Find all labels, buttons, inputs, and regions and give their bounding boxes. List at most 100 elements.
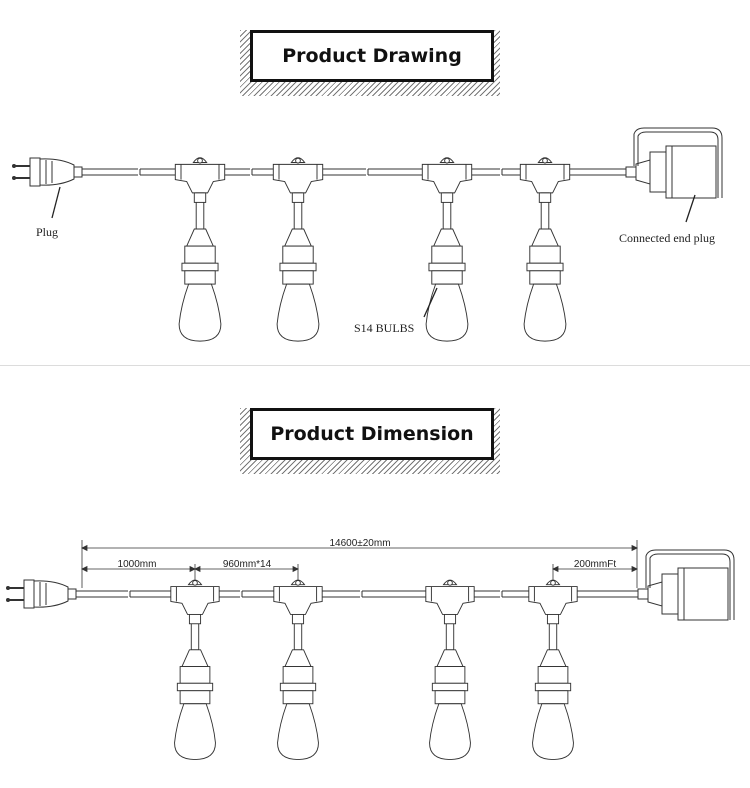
product-drawing-section: Product Drawing Plug Connected end plug …	[0, 0, 750, 365]
spacing-label: 960mm*14	[223, 559, 272, 570]
total-length-label: 14600±20mm	[329, 538, 390, 549]
bulb-sockets	[170, 579, 578, 761]
drop-wire-sleeve	[440, 192, 454, 203]
end-plug-icon	[625, 127, 723, 199]
plug-icon	[6, 579, 77, 609]
drop-wire-sleeve	[443, 613, 457, 625]
holder-base	[282, 690, 314, 705]
holder-base	[537, 690, 569, 705]
product-dimension-title: Product Dimension	[270, 423, 474, 445]
bulb-glass	[429, 703, 471, 761]
t-connector	[421, 163, 473, 194]
t-connector	[273, 586, 323, 615]
mount-hole	[295, 580, 301, 586]
dimension-arrow	[81, 544, 88, 552]
bulb-socket	[272, 157, 324, 342]
end-plug-socket-body	[677, 567, 729, 621]
drop-wire-sleeve	[546, 613, 560, 625]
dimension-arrow	[631, 544, 638, 552]
dimension-arrow	[194, 565, 201, 573]
end-plug-collar	[661, 573, 679, 615]
title-box: Product Drawing	[250, 30, 494, 82]
prong-tip	[6, 598, 10, 602]
first-segment-label: 1000mm	[118, 559, 157, 570]
end-plug-lid-inner	[637, 131, 719, 198]
holder-ring	[431, 682, 469, 692]
holder-top	[436, 649, 464, 668]
dimension-lines	[81, 540, 638, 588]
t-connector	[425, 586, 475, 615]
bulb-socket	[174, 157, 226, 342]
holder-top	[530, 228, 560, 247]
drop-wire-sleeve	[538, 192, 552, 203]
holder-body	[537, 666, 569, 684]
plug-label: Plug	[36, 225, 58, 239]
holder-ring	[176, 682, 214, 692]
holder-ring	[181, 262, 219, 272]
dimension-arrow	[81, 565, 88, 573]
end-plug-leader-line	[685, 194, 696, 223]
end-plug-label: Connected end plug	[619, 231, 715, 245]
holder-body	[431, 245, 463, 264]
prong-tip	[6, 586, 10, 590]
end-plug-icon	[637, 549, 735, 621]
plug-face	[23, 579, 35, 609]
mount-hole	[444, 157, 450, 164]
mount-hole	[447, 580, 453, 586]
bulb-socket	[421, 157, 473, 342]
holder-top	[539, 649, 567, 668]
bulbs-label: S14 BULBS	[354, 321, 414, 335]
bulb-socket	[425, 579, 475, 761]
bulb-socket	[273, 579, 323, 761]
plug-body	[33, 580, 69, 608]
dimension-arrow	[552, 565, 559, 573]
holder-ring	[526, 262, 564, 272]
bulb-glass	[174, 703, 216, 761]
plug-strain-relief	[67, 588, 77, 600]
product-dimension-title-frame: Product Dimension	[240, 408, 500, 474]
holder-ring	[279, 682, 317, 692]
t-connector	[272, 163, 324, 194]
end-plug-socket-body	[665, 145, 717, 199]
holder-base	[434, 690, 466, 705]
bulb-socket	[170, 579, 220, 761]
bulb-glass	[178, 283, 222, 342]
drop-wire-sleeve	[291, 192, 305, 203]
holder-body	[282, 666, 314, 684]
prong-tip	[12, 176, 16, 180]
drop-wire-sleeve	[188, 613, 202, 625]
end-plug-lid	[645, 549, 735, 620]
mount-hole	[542, 157, 548, 164]
dimension-arrow	[292, 565, 299, 573]
holder-base	[529, 270, 561, 285]
holder-body	[529, 245, 561, 264]
holder-body	[434, 666, 466, 684]
end-plug-strain-relief	[637, 588, 649, 600]
holder-top	[284, 649, 312, 668]
bulb-glass	[425, 283, 469, 342]
t-connector	[174, 163, 226, 194]
drop-wire-sleeve	[291, 613, 305, 625]
mount-hole	[550, 580, 556, 586]
prong-tip	[12, 164, 16, 168]
bulb-glass	[276, 283, 320, 342]
holder-top	[181, 649, 209, 668]
holder-ring	[428, 262, 466, 272]
end-plug-lid	[633, 127, 723, 198]
holder-body	[184, 245, 216, 264]
dimension-arrow	[631, 565, 638, 573]
bulb-sockets	[174, 157, 571, 342]
product-drawing-title-frame: Product Drawing	[240, 30, 500, 96]
title-box: Product Dimension	[250, 408, 494, 460]
last-segment-label: 200mmFt	[574, 559, 616, 570]
holder-ring	[279, 262, 317, 272]
holder-body	[179, 666, 211, 684]
plug-body	[39, 158, 75, 186]
mount-hole	[197, 157, 203, 164]
holder-body	[282, 245, 314, 264]
plug-leader-line	[51, 186, 61, 219]
bulb-glass	[523, 283, 567, 342]
holder-ring	[534, 682, 572, 692]
product-drawing-title: Product Drawing	[282, 45, 462, 67]
product-dimension-diagram: 14600±20mm 1000mm 960mm*14 200mmFt	[6, 538, 735, 761]
